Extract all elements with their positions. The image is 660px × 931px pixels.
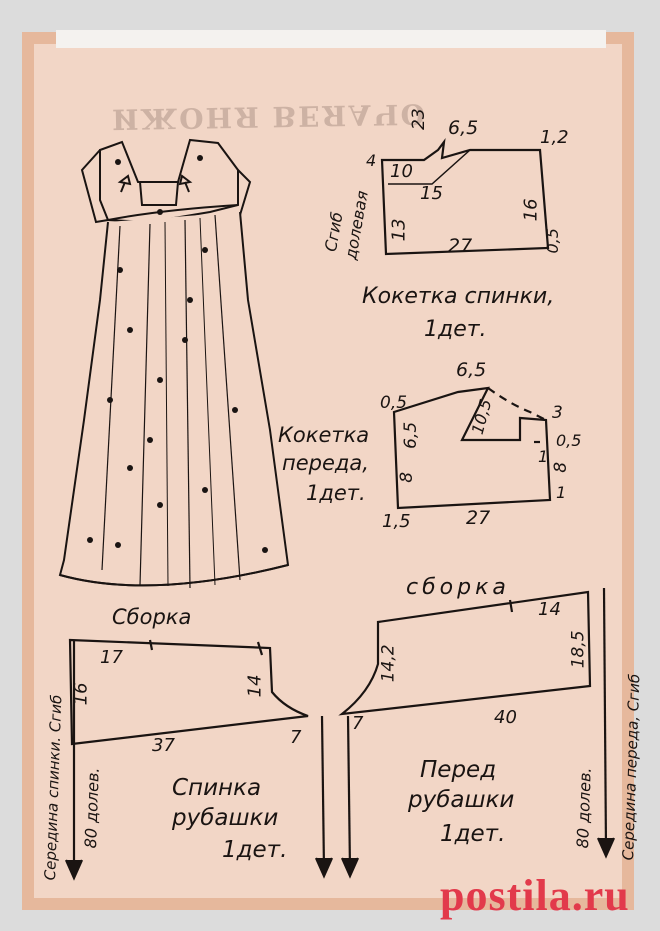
front-shirt-dim-40: 40 (494, 707, 517, 728)
front-shirt-dim-14-2: 14,2 (378, 644, 399, 683)
front-shirt-gather-label: сборка (406, 575, 510, 600)
front-yoke-piece (392, 386, 552, 510)
front-shirt-title-2: рубашки (408, 787, 515, 813)
back-shirt-title-3: 1дет. (222, 837, 288, 863)
front-shirt-piece (338, 587, 616, 879)
front-yoke-dim-0-5-right: 0,5 (556, 431, 582, 450)
front-yoke-dim-8-left: 8 (397, 471, 418, 483)
front-yoke-dim-27: 27 (466, 507, 491, 529)
front-shirt-title-3: 1дет. (440, 821, 506, 847)
back-yoke-dim-10: 10 (390, 161, 413, 182)
back-shirt-grain-label: 80 долев. (81, 767, 103, 849)
front-yoke-dim-1-lower: 1 (556, 483, 567, 502)
back-yoke-dim-23: 23 (409, 108, 429, 130)
back-yoke-title-2: 1дет. (424, 317, 487, 342)
watermark-logo: postila.ru (440, 871, 630, 920)
front-yoke-dim-6-5-top: 6,5 (456, 359, 487, 381)
back-shirt-gather-label: Сборка (112, 605, 192, 629)
back-shirt-title-1: Спинка (172, 775, 262, 801)
back-yoke-dim-15: 15 (420, 183, 443, 204)
back-shirt-title-2: рубашки (172, 805, 279, 831)
back-yoke-dim-1-2: 1,2 (540, 127, 569, 148)
front-yoke-dim-0-5-left: 0,5 (380, 393, 408, 413)
front-shirt-dim-7: 7 (352, 713, 364, 734)
back-shirt-dim-7: 7 (290, 727, 302, 748)
front-shirt-dim-18-5: 18,5 (568, 630, 589, 669)
back-shirt-piece (64, 638, 334, 881)
back-yoke-dim-6-5: 6,5 (448, 117, 479, 139)
back-yoke-dim-4: 4 (366, 151, 377, 170)
front-shirt-grain-label: 80 долев. (573, 767, 595, 849)
back-yoke-dim-13: 13 (388, 218, 410, 242)
front-shirt-dim-14: 14 (538, 599, 561, 620)
back-yoke-dim-27: 27 (448, 235, 473, 257)
front-yoke-title-1: Кокетка (278, 423, 370, 447)
front-yoke-dim-3: 3 (552, 403, 563, 423)
front-shirt-title-1: Перед (420, 757, 497, 783)
front-yoke-dim-1-5: 1,5 (382, 511, 411, 532)
back-yoke-dim-16: 16 (520, 198, 542, 222)
back-yoke-dim-0-5: 0,5 (542, 228, 562, 254)
back-yoke-piece (380, 138, 550, 256)
back-shirt-dim-37: 37 (152, 735, 175, 756)
front-yoke-dim-8-right: 8 (551, 461, 572, 473)
front-yoke-title-3: 1дет. (306, 481, 366, 505)
dress-illustration (58, 138, 290, 589)
back-yoke-title-1: Кокетка спинки, (362, 284, 555, 309)
paper-edge (56, 30, 606, 48)
front-yoke-dim-1-upper: 1 (538, 447, 549, 466)
front-yoke-dim-6-5-side: 6,5 (401, 421, 422, 449)
front-yoke-title-2: переда, (282, 451, 369, 475)
back-shirt-dim-16: 16 (70, 682, 92, 706)
back-shirt-dim-14: 14 (244, 674, 266, 698)
back-shirt-dim-17: 17 (100, 647, 123, 668)
